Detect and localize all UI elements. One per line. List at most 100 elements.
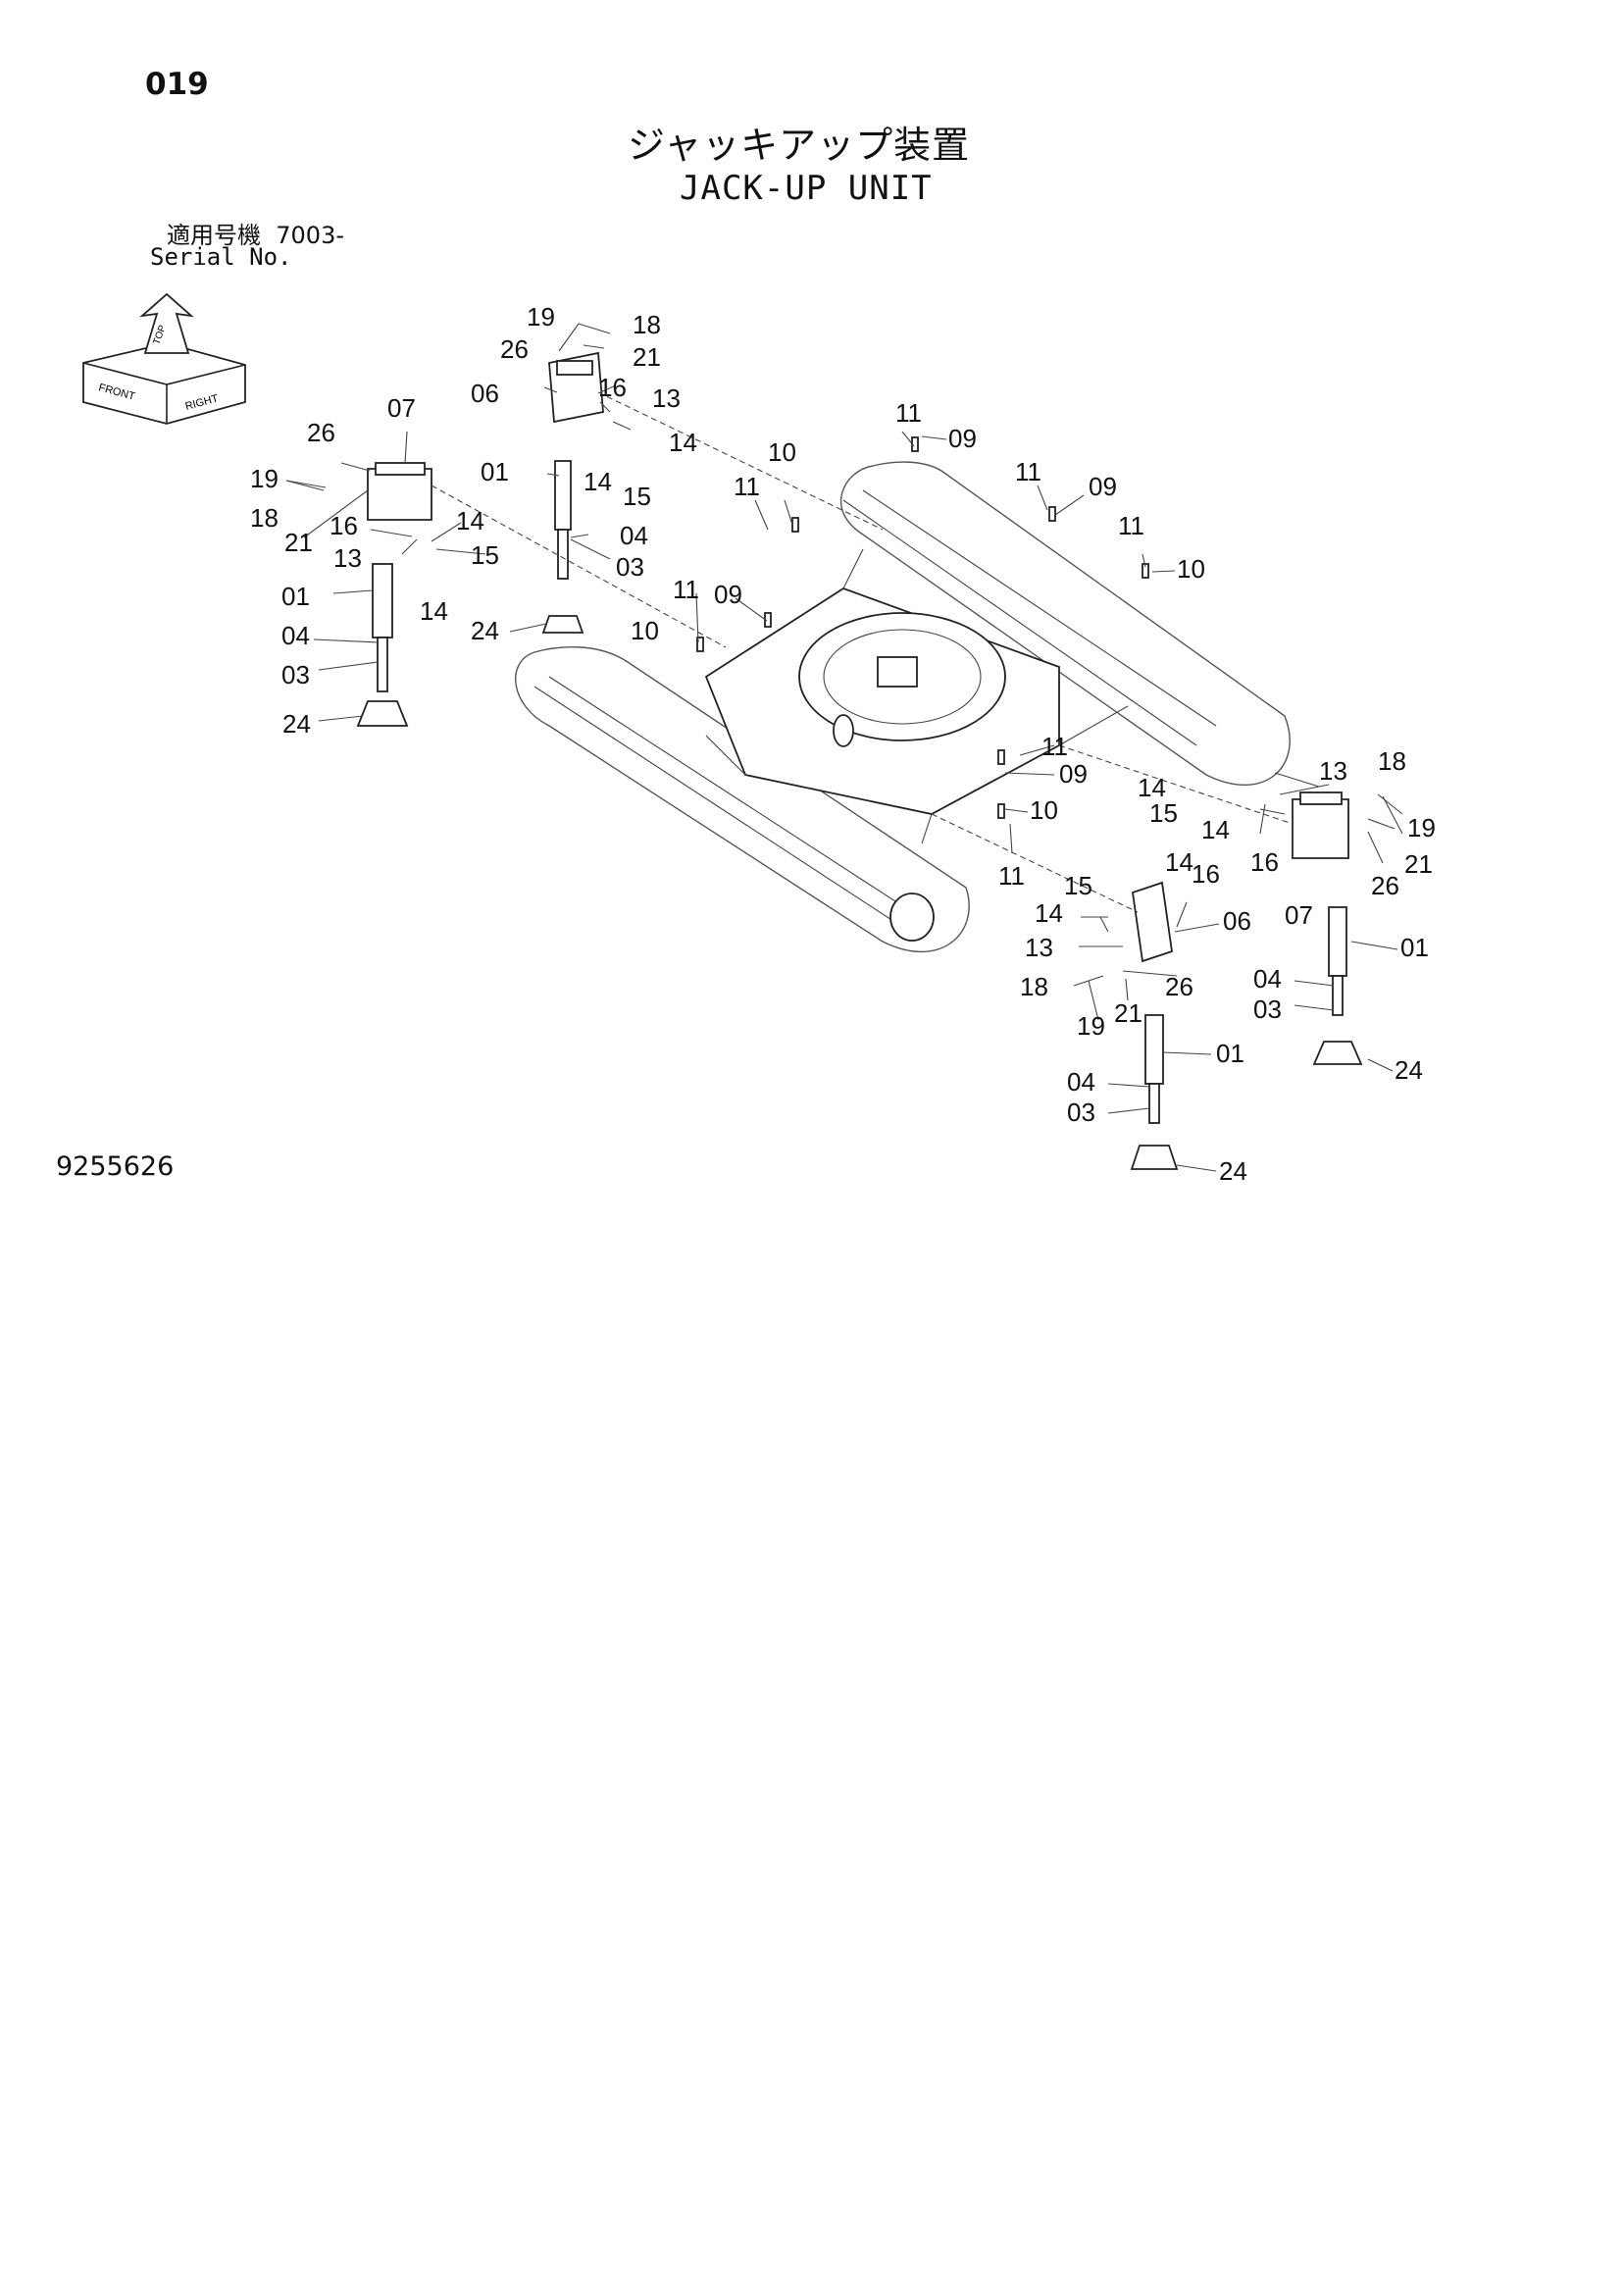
callout: 26 [500, 334, 529, 364]
jack-cylinder-front-right [1130, 1014, 1179, 1170]
jack-pad [356, 700, 409, 727]
callout: 18 [1378, 746, 1406, 776]
callout: 24 [1395, 1055, 1423, 1085]
callout: 26 [1165, 972, 1193, 1001]
assembly-guide-lines [431, 391, 1294, 913]
callout: 14 [456, 506, 484, 536]
serial-label-ja-text: 適用号機 [167, 222, 261, 249]
jack-cylinder-rear-right [1312, 906, 1363, 1065]
callout: 09 [714, 580, 742, 609]
callout: 18 [250, 503, 279, 533]
front-crawler-track [515, 646, 970, 952]
callout: 16 [1250, 847, 1279, 877]
callout: 11 [895, 398, 922, 428]
callout: 14 [584, 467, 612, 496]
callout: 11 [998, 861, 1025, 891]
callout: 06 [1223, 906, 1251, 936]
callout: 21 [284, 528, 313, 557]
callout: 24 [471, 616, 499, 645]
jack-pad [1312, 1041, 1363, 1065]
callout: 07 [387, 393, 416, 423]
callout: 13 [333, 543, 362, 573]
callout: 11 [1015, 457, 1041, 486]
jack-cylinder-rear-left [541, 460, 584, 634]
callout: 10 [1030, 795, 1058, 825]
idler-wheel [889, 893, 935, 942]
title-english: JACK-UP UNIT [680, 169, 933, 208]
serial-label-japanese: 適用号機 7003- [167, 216, 344, 250]
rear-crawler-track [839, 461, 1291, 786]
callout: 14 [1165, 847, 1193, 877]
callout: 26 [307, 418, 335, 447]
callout: 13 [652, 383, 681, 413]
callout: 01 [1400, 933, 1429, 962]
title-japanese: ジャッキアップ装置 [628, 124, 971, 167]
callout: 01 [1216, 1039, 1244, 1068]
callout-labels: 19 18 26 21 06 16 13 14 14 15 01 04 03 2… [250, 302, 1436, 1186]
callout: 01 [281, 582, 310, 611]
document-number: 9255626 [56, 1151, 175, 1182]
center-frame [704, 548, 1129, 844]
callout: 01 [481, 457, 509, 486]
callout: 21 [1404, 849, 1433, 879]
callout: 10 [631, 616, 659, 645]
serial-value: 7003- [276, 222, 345, 249]
callout: 14 [420, 596, 448, 626]
jack-bracket-rear-right [1292, 791, 1349, 859]
leader-lines [285, 323, 1403, 1172]
callout: 16 [598, 373, 627, 402]
jack-bracket-front-left [367, 462, 432, 521]
callout: 19 [1407, 813, 1436, 842]
callout: 15 [1149, 798, 1178, 828]
callout: 14 [1138, 773, 1166, 802]
callout: 26 [1371, 871, 1399, 900]
callout: 14 [1035, 898, 1063, 928]
callout: 24 [1219, 1156, 1247, 1186]
callout: 03 [1067, 1097, 1095, 1127]
callout: 10 [768, 437, 796, 467]
callout: 18 [633, 310, 661, 339]
callout: 14 [669, 428, 697, 457]
callout: 21 [633, 342, 661, 372]
jack-pad [1130, 1145, 1179, 1170]
callout: 11 [734, 472, 760, 501]
callout: 09 [948, 424, 977, 453]
jack-pad [541, 615, 584, 634]
callout: 09 [1059, 759, 1088, 789]
jack-cylinder-front-left [356, 563, 409, 727]
frame-pins [696, 436, 1149, 819]
callout: 07 [1285, 900, 1313, 930]
callout: 10 [1177, 554, 1205, 584]
serial-label-english: Serial No. [150, 243, 292, 271]
jack-up-unit-exploded-diagram: FRONT RIGHT TOP [82, 292, 1436, 1186]
callout: 04 [1067, 1067, 1095, 1097]
callout: 03 [1253, 995, 1282, 1024]
callout: 03 [616, 552, 644, 582]
callout: 04 [620, 521, 648, 550]
page-number: 019 [145, 67, 209, 102]
callout: 04 [281, 621, 310, 650]
center-joint [877, 656, 918, 688]
callout: 04 [1253, 964, 1282, 994]
callout: 19 [527, 302, 555, 332]
callout: 11 [1118, 511, 1144, 540]
callout: 21 [1114, 998, 1142, 1028]
callout: 15 [1064, 871, 1092, 900]
callout: 19 [1077, 1011, 1105, 1041]
callout: 09 [1089, 472, 1117, 501]
callout: 15 [471, 540, 499, 570]
jack-bracket-front-right [1132, 881, 1173, 963]
callout: 13 [1319, 756, 1347, 786]
callout: 19 [250, 464, 279, 493]
callout: 14 [1201, 815, 1230, 844]
jack-bracket-rear-left [548, 351, 604, 424]
callout: 03 [281, 660, 310, 689]
callout: 11 [673, 575, 699, 604]
callout: 18 [1020, 972, 1048, 1001]
callout: 11 [1041, 732, 1068, 761]
callout: 16 [1192, 859, 1220, 889]
callout: 15 [623, 482, 651, 511]
callout: 06 [471, 379, 499, 408]
callout: 24 [282, 709, 311, 739]
